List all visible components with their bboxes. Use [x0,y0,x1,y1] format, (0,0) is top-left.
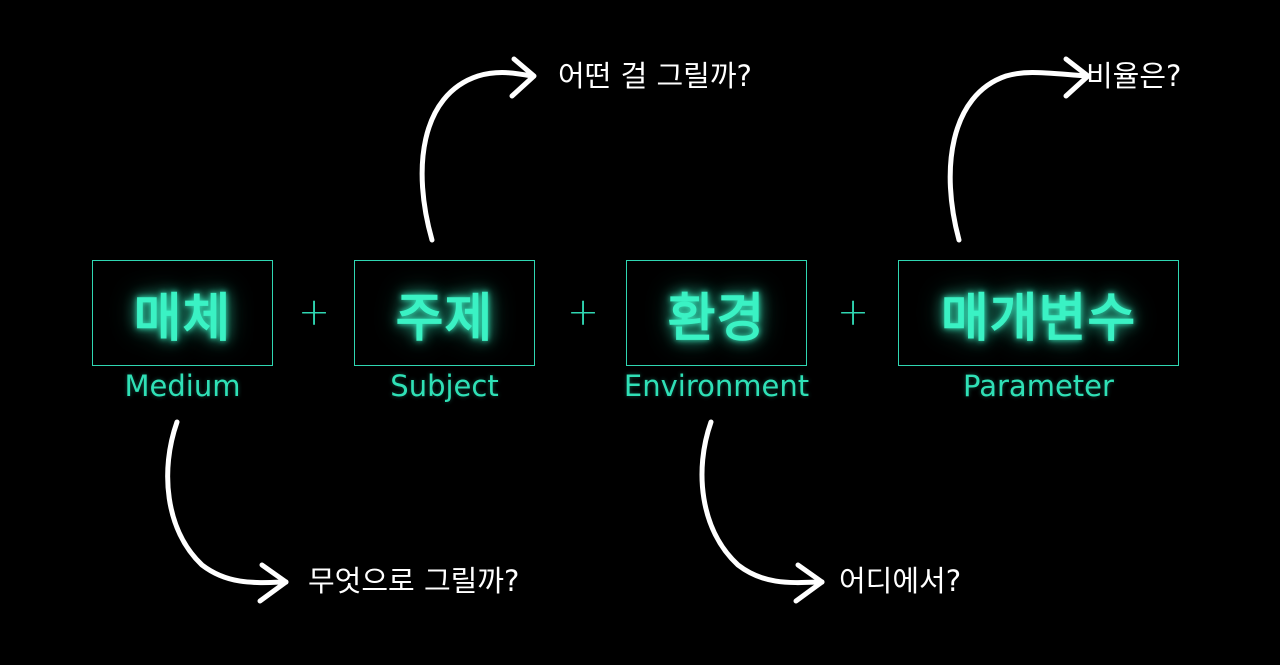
arrow-subject [419,70,535,243]
parameter-box: 매개변수 [898,260,1179,366]
arrow-environment [699,419,825,586]
arrow-subject-head [509,56,537,99]
arrow-parameter [947,70,1090,243]
subject-box: 주제 [354,260,535,366]
environment-question: 어디에서? [839,564,962,598]
medium-title: 매체 [133,288,232,349]
arrow-environment-head [793,562,825,604]
medium-subtitle: Medium [124,369,241,403]
parameter-subtitle: Parameter [963,369,1114,403]
plus-sign-3: + [837,290,869,334]
subject-question: 어떤 걸 그릴까? [558,59,752,93]
environment-box: 환경 [626,260,807,366]
environment-subtitle: Environment [623,369,810,403]
environment-title: 환경 [667,288,766,349]
plus-sign-1: + [298,290,330,334]
arrow-parameter-head [1063,56,1091,99]
medium-box: 매체 [92,260,273,366]
subject-title: 주제 [395,288,494,349]
medium-question: 무엇으로 그릴까? [308,564,520,598]
parameter-question: 비율은? [1086,59,1182,93]
plus-sign-2: + [567,290,599,334]
arrow-medium-head [257,562,289,604]
subject-subtitle: Subject [390,369,499,403]
parameter-title: 매개변수 [940,288,1137,349]
arrow-medium [165,419,289,586]
